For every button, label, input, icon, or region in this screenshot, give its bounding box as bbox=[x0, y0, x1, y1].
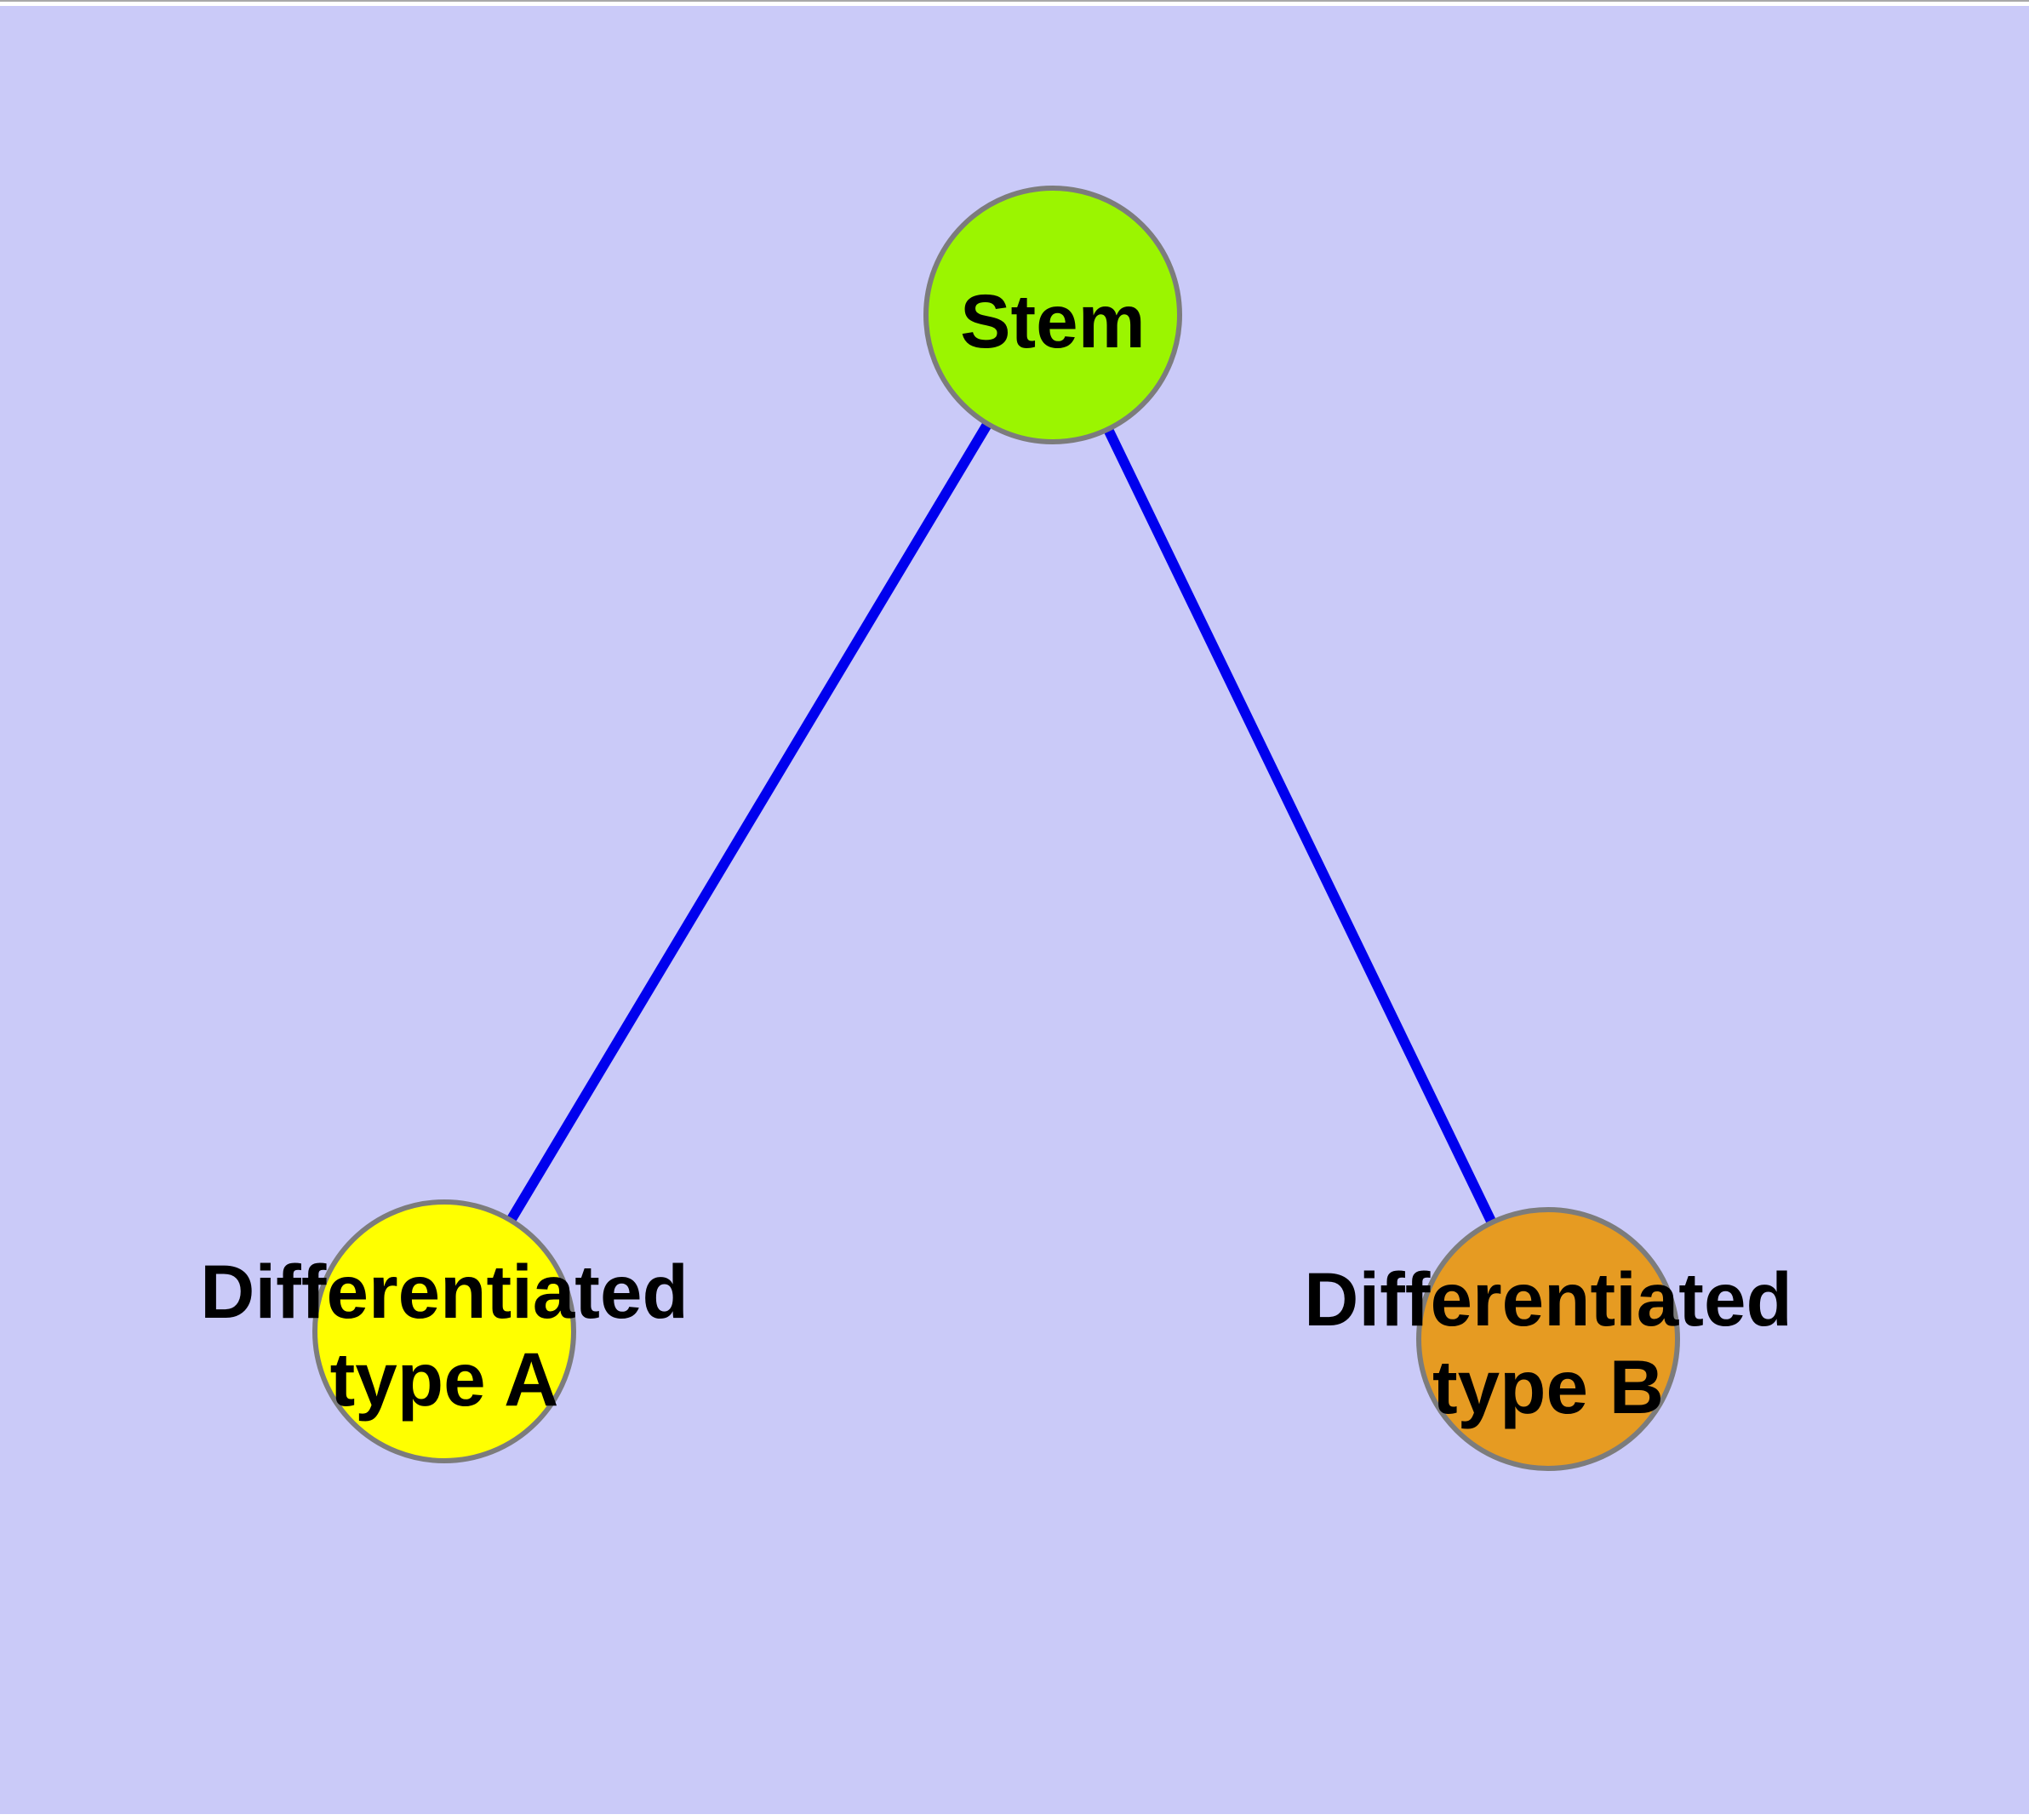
type-a-label-line-1: Differentiated bbox=[200, 1249, 689, 1334]
edge-stem-to-type-b bbox=[1048, 312, 1553, 1342]
node-stem: Stem bbox=[923, 186, 1182, 444]
edge-stem-to-type-a bbox=[439, 312, 1058, 1335]
stem-node-label: Stem bbox=[960, 278, 1146, 363]
type-b-label-line-2: type B bbox=[1432, 1344, 1664, 1429]
type-b-label-line-1: Differentiated bbox=[1304, 1256, 1792, 1342]
node-differentiated-type-b: Differentiated type B bbox=[1304, 1207, 1792, 1471]
node-differentiated-type-a: Differentiated type A bbox=[200, 1199, 689, 1463]
type-a-label-line-2: type A bbox=[330, 1336, 559, 1422]
stem-node-circle bbox=[923, 186, 1182, 444]
top-border-line bbox=[0, 0, 2029, 2]
type-b-node-circle bbox=[1416, 1207, 1680, 1471]
type-a-node-circle bbox=[312, 1199, 576, 1463]
edge-group bbox=[439, 312, 1553, 1342]
